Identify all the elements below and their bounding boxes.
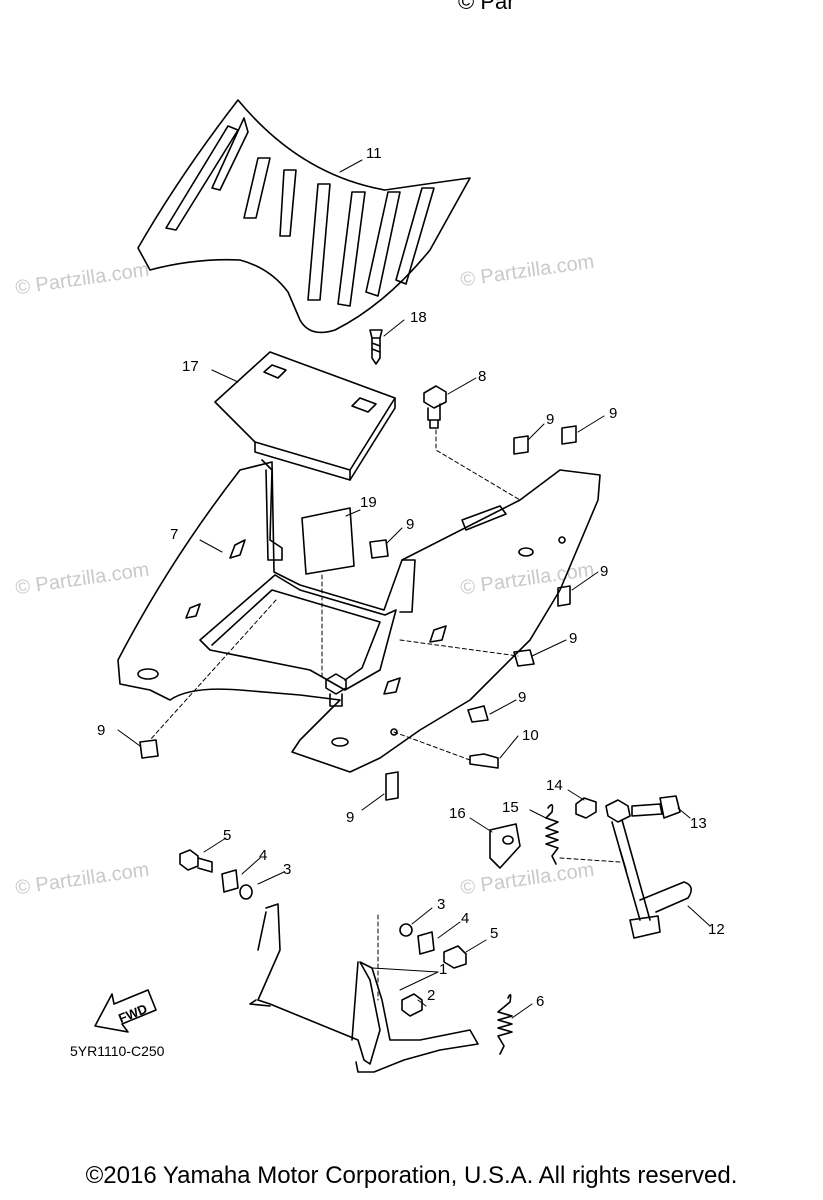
part-3-washer-left bbox=[239, 884, 253, 900]
callout-10: 10 bbox=[522, 727, 539, 744]
callout-17: 17 bbox=[182, 358, 199, 375]
callout-8: 8 bbox=[478, 368, 487, 385]
callout-14: 14 bbox=[546, 777, 563, 794]
part-10-screw bbox=[469, 753, 499, 769]
callout-3: 3 bbox=[437, 896, 446, 913]
part-7-footboard bbox=[117, 459, 601, 773]
callout-4: 4 bbox=[461, 910, 470, 927]
part-14-nut bbox=[575, 797, 597, 819]
part-3-washer-right bbox=[399, 923, 413, 937]
part-1-main-stand bbox=[249, 903, 479, 1073]
callout-18: 18 bbox=[410, 309, 427, 326]
part-11-floor-mat bbox=[137, 99, 471, 334]
part-5-bolt-left bbox=[179, 849, 213, 873]
callout-9: 9 bbox=[569, 630, 578, 647]
callout-5: 5 bbox=[490, 925, 499, 942]
callout-9: 9 bbox=[518, 689, 527, 706]
callout-19: 19 bbox=[360, 494, 377, 511]
part-9-clips bbox=[139, 425, 577, 801]
callout-12: 12 bbox=[708, 921, 725, 938]
copyright-footer: ©2016 Yamaha Motor Corporation, U.S.A. A… bbox=[85, 1162, 738, 1189]
part-4-collar-right bbox=[417, 931, 435, 955]
callout-2: 2 bbox=[427, 987, 436, 1004]
part-17-lid bbox=[214, 351, 396, 481]
callout-16: 16 bbox=[449, 805, 466, 822]
part-6-spring bbox=[497, 994, 513, 1055]
diagram-code: 5YR1110-C250 bbox=[70, 1043, 165, 1059]
part-4-collar-left bbox=[221, 869, 239, 893]
callout-13: 13 bbox=[690, 815, 707, 832]
part-12-side-stand bbox=[605, 799, 692, 939]
callout-5: 5 bbox=[223, 827, 232, 844]
callout-3: 3 bbox=[283, 861, 292, 878]
callout-11: 11 bbox=[366, 145, 382, 162]
part-13-bolt bbox=[631, 795, 681, 819]
callout-9: 9 bbox=[609, 405, 618, 422]
center-bolt bbox=[325, 673, 347, 707]
callout-9: 9 bbox=[546, 411, 555, 428]
fwd-arrow-icon bbox=[94, 989, 157, 1033]
part-19-label bbox=[301, 507, 355, 575]
callout-1: 1 bbox=[439, 961, 448, 978]
part-18-screw bbox=[369, 329, 383, 365]
callout-6: 6 bbox=[536, 993, 545, 1010]
part-15-spring bbox=[545, 804, 559, 865]
callout-9: 9 bbox=[346, 809, 355, 826]
part-2-bushing bbox=[401, 993, 423, 1017]
callout-15: 15 bbox=[502, 799, 519, 816]
callout-4: 4 bbox=[259, 847, 268, 864]
callout-7: 7 bbox=[170, 526, 179, 543]
callout-9: 9 bbox=[406, 516, 415, 533]
part-16-bracket bbox=[489, 823, 521, 869]
part-5-bolt-right bbox=[443, 945, 467, 969]
callout-9: 9 bbox=[600, 563, 609, 580]
callout-9: 9 bbox=[97, 722, 106, 739]
part-8-bolt bbox=[423, 385, 447, 429]
